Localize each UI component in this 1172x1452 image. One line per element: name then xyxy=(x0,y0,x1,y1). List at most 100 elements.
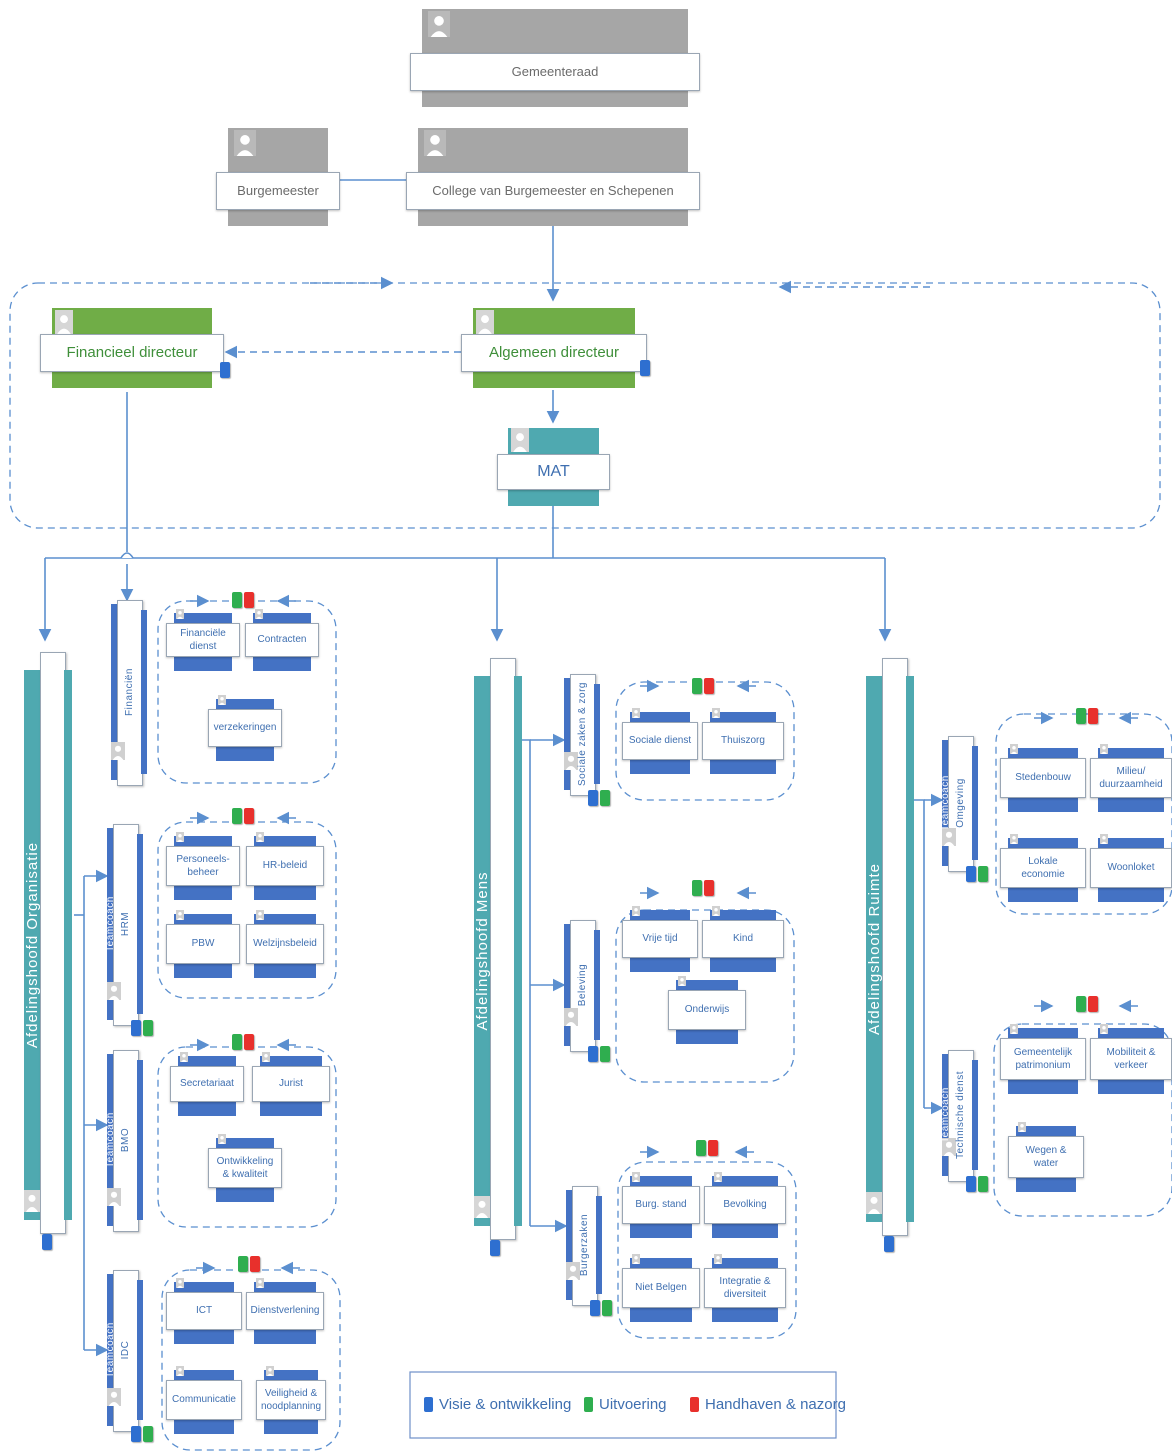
service-burg-stand[interactable]: Burg. stand xyxy=(622,1186,700,1224)
green-square-icon xyxy=(696,1140,706,1156)
person-avatar-icon xyxy=(866,1192,882,1214)
header-bar xyxy=(254,964,316,978)
person-avatar-icon xyxy=(942,828,956,846)
team-omgeving-label: Omgeving xyxy=(954,778,966,828)
team-technische-dienst xyxy=(948,1050,974,1182)
team-technische-dienst-label: Technische dienst xyxy=(954,1071,966,1159)
service-financiele-dienst[interactable]: Financiële dienst xyxy=(166,623,240,657)
header-bar xyxy=(254,1330,316,1344)
green-square-icon xyxy=(143,1020,153,1036)
header-bar xyxy=(178,1056,236,1066)
header-bar xyxy=(264,1420,318,1434)
dept-bar xyxy=(24,670,40,1220)
service-welzijnsbeleid[interactable]: Welzijnsbeleid xyxy=(246,924,324,964)
person-avatar-icon xyxy=(55,310,73,334)
dept-bar-right xyxy=(514,676,522,1226)
person-avatar-icon xyxy=(176,609,184,619)
service-woonloket[interactable]: Woonloket xyxy=(1090,848,1172,888)
person-avatar-icon xyxy=(266,1366,274,1376)
person-avatar-icon xyxy=(262,1052,270,1062)
service-thuiszorg[interactable]: Thuiszorg xyxy=(702,722,784,760)
service-bevolking[interactable]: Bevolking xyxy=(704,1186,786,1224)
red-square-icon xyxy=(708,1140,718,1156)
service-sociale-dienst[interactable]: Sociale dienst xyxy=(622,722,698,760)
person-avatar-icon xyxy=(107,982,121,1000)
team-bar-left xyxy=(107,828,113,1020)
service-lokale-economie[interactable]: Lokale economie xyxy=(1000,848,1086,888)
group-outline xyxy=(617,1161,797,1339)
service-hr-beleid[interactable]: HR-beleid xyxy=(246,846,324,886)
header-bar xyxy=(260,1102,322,1116)
header-bar xyxy=(1098,798,1164,812)
service-verzekeringen[interactable]: verzekeringen xyxy=(208,709,282,747)
person-avatar-icon xyxy=(632,1254,640,1264)
service-dienstverlening[interactable]: Dienstverlening xyxy=(246,1292,324,1330)
service-personeelsbeheer[interactable]: Personeels- beheer xyxy=(166,846,240,886)
red-square-icon xyxy=(244,1034,254,1050)
header-bar xyxy=(174,964,232,978)
blue-square-icon xyxy=(131,1020,141,1036)
service-veiligheid-noodplanning[interactable]: Veiligheid & noodplanning xyxy=(256,1380,326,1420)
service-stedenbouw[interactable]: Stedenbouw xyxy=(1000,758,1086,798)
service-contracten[interactable]: Contracten xyxy=(245,623,319,657)
person-avatar-icon xyxy=(1100,1024,1108,1034)
person-avatar-icon xyxy=(234,130,256,156)
red-square-icon xyxy=(244,592,254,608)
service-vrije-tijd[interactable]: Vrije tijd xyxy=(622,920,698,958)
legend-uitvoering-text: Uitvoering xyxy=(599,1396,667,1413)
service-wegen-water[interactable]: Wegen & water xyxy=(1008,1136,1084,1178)
blue-square-icon xyxy=(588,790,598,806)
header-bar xyxy=(1098,1028,1164,1038)
service-ontwikkeling-kwaliteit[interactable]: Ontwikkeling & kwaliteit xyxy=(208,1148,282,1188)
service-secretariaat[interactable]: Secretariaat xyxy=(170,1066,244,1102)
header-bar xyxy=(1098,838,1164,848)
legend-visie-text: Visie & ontwikkeling xyxy=(439,1396,572,1413)
person-avatar-icon xyxy=(218,695,226,705)
green-square-icon xyxy=(1076,996,1086,1012)
header-bar xyxy=(1098,1080,1164,1094)
service-niet-belgen[interactable]: Niet Belgen xyxy=(622,1268,700,1308)
service-mobiliteit-verkeer[interactable]: Mobiliteit & verkeer xyxy=(1090,1038,1172,1080)
person-avatar-icon xyxy=(424,130,446,156)
service-pbw[interactable]: PBW xyxy=(166,924,240,964)
mayor-box: Burgemeester xyxy=(216,172,340,210)
header-bar xyxy=(253,613,311,623)
header-bar xyxy=(216,747,274,761)
header-bar xyxy=(253,657,311,671)
blue-square-icon xyxy=(220,362,230,378)
team-financien-label: Financiën xyxy=(123,668,135,716)
header-bar xyxy=(630,910,690,920)
red-square-icon xyxy=(1088,708,1098,724)
team-bar-right xyxy=(137,1280,143,1420)
group-outline xyxy=(615,909,795,1083)
green-square-icon xyxy=(600,1046,610,1062)
service-jurist[interactable]: Jurist xyxy=(252,1066,330,1102)
red-square-icon xyxy=(244,808,254,824)
service-milieu-duurzaamheid[interactable]: Milieu/ duurzaamheid xyxy=(1090,758,1172,798)
service-onderwijs[interactable]: Onderwijs xyxy=(668,990,746,1030)
service-gemeentelijk-patrimonium[interactable]: Gemeentelijk patrimonium xyxy=(1000,1038,1086,1080)
team-bar-right xyxy=(137,1060,143,1220)
green-square-icon xyxy=(1076,708,1086,724)
connector-line xyxy=(522,739,531,1226)
blue-square-icon xyxy=(966,866,976,882)
service-ict[interactable]: ICT xyxy=(166,1292,242,1330)
red-square-icon xyxy=(704,880,714,896)
green-square-icon xyxy=(978,1176,988,1192)
header-bar xyxy=(52,372,212,388)
team-bar-left xyxy=(566,1190,572,1300)
header-bar xyxy=(1098,888,1164,902)
dept-bar xyxy=(866,676,882,1222)
teamcoach-label: Teamcoach xyxy=(104,1112,116,1168)
person-avatar-icon xyxy=(632,1172,640,1182)
team-hrm-label: HRM xyxy=(119,911,131,937)
header-bar xyxy=(418,210,688,226)
person-avatar-icon xyxy=(255,609,263,619)
header-bar xyxy=(712,1258,778,1268)
team-sociale-zaken-label: Sociale zaken & zorg xyxy=(576,682,588,786)
service-kind[interactable]: Kind xyxy=(702,920,784,958)
person-avatar-icon xyxy=(942,1138,956,1156)
team-bar-right xyxy=(972,746,978,860)
service-communicatie[interactable]: Communicatie xyxy=(166,1380,242,1420)
service-integratie-diversiteit[interactable]: Integratie & diversiteit xyxy=(704,1268,786,1308)
